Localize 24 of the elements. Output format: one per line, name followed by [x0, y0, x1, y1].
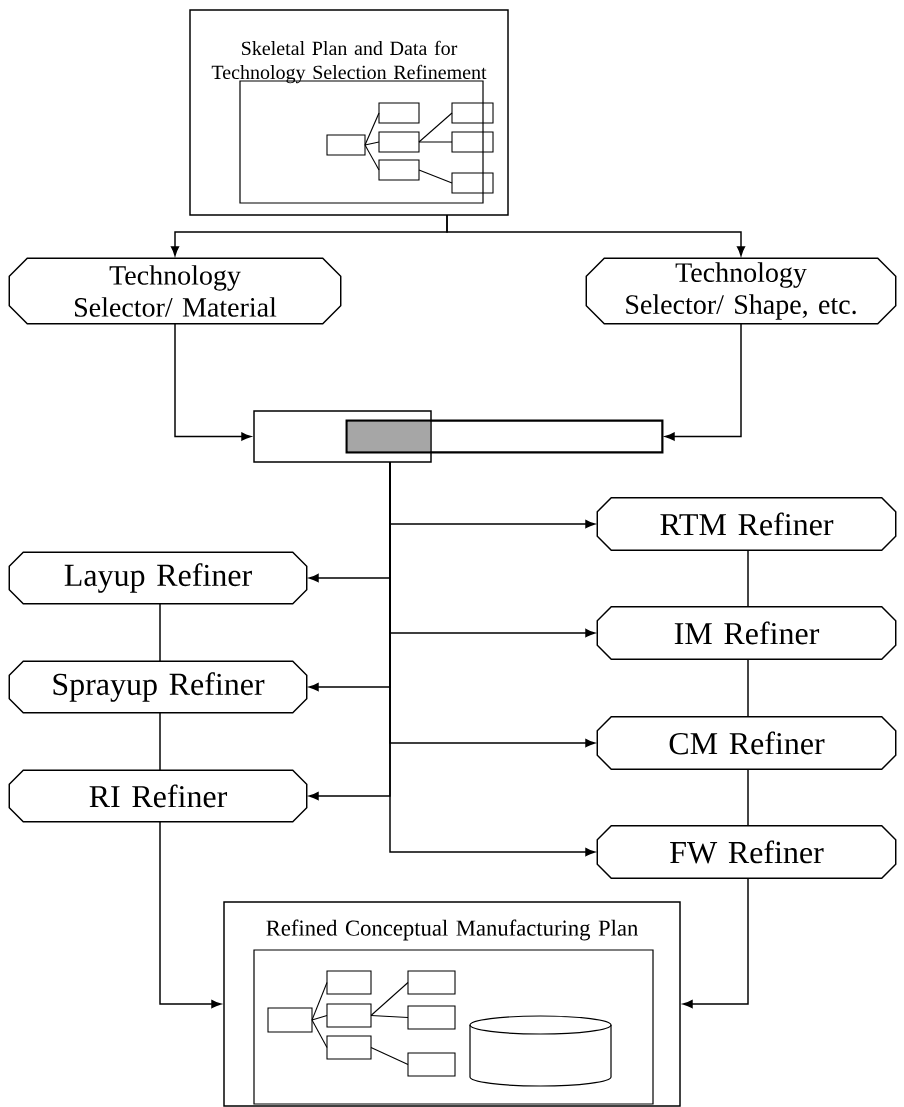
- process-box: Technology Selector/ Material: [8, 257, 342, 325]
- process-box: [253, 410, 432, 463]
- arrow: [159, 821, 222, 1009]
- connector-line: [159, 712, 161, 771]
- process-box: Layup Refiner: [8, 551, 308, 605]
- connector-line: [747, 768, 749, 827]
- process-box: RI Refiner: [8, 769, 308, 823]
- process-box: Sprayup Refiner: [8, 660, 308, 714]
- arrow: [664, 323, 742, 441]
- process-bar: [345, 419, 664, 454]
- connector-line: [159, 603, 161, 662]
- process-box: FW Refiner: [596, 825, 897, 879]
- process-box: Technology Selector/ Shape, etc.: [585, 257, 897, 325]
- arrow: [174, 323, 252, 441]
- arrow: [682, 877, 749, 1009]
- process-box: RTM Refiner: [596, 497, 897, 551]
- connector-line: [747, 549, 749, 608]
- arrow: [389, 461, 596, 857]
- process-box: CM Refiner: [596, 716, 897, 770]
- connector-line: [747, 658, 749, 718]
- process-box: IM Refiner: [596, 606, 897, 660]
- plan-box: Refined Conceptual Manufacturing Plan: [223, 901, 681, 1107]
- plan-box: Skeletal Plan and Data for Technology Selection Refinement: [189, 9, 509, 216]
- arrow: [446, 214, 746, 257]
